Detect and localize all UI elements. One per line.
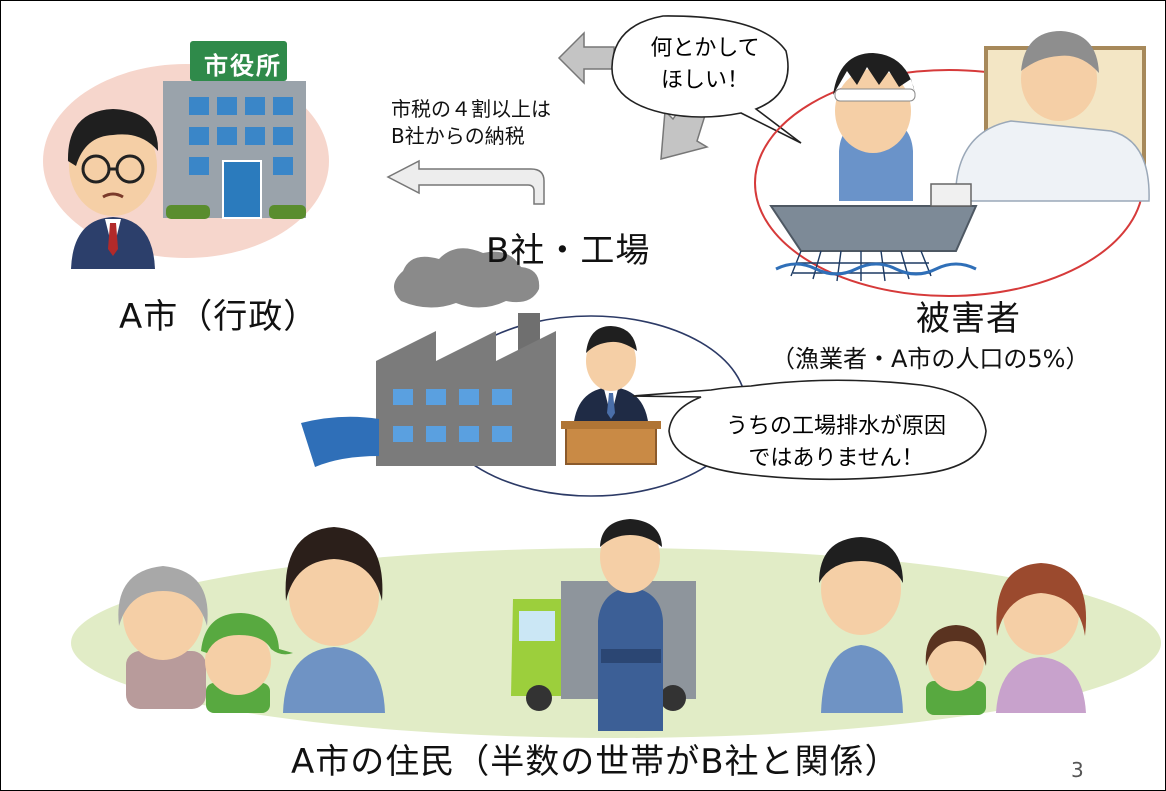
tax-note-line2: B社からの納税 <box>391 124 525 148</box>
victim-bubble-shape <box>611 15 802 144</box>
resident-woman <box>283 527 385 713</box>
company-bubble-line1: うちの工場排水が原因 <box>725 414 946 439</box>
sea-waves <box>775 262 977 276</box>
factory-group <box>301 248 747 497</box>
city-label: A市（行政） <box>119 297 319 337</box>
victim-bubble-line2: ほしい！ <box>660 68 749 93</box>
tax-note-line1: 市税の４割以上は <box>391 97 551 121</box>
victim-bubble-text: 何とかして ほしい！ <box>641 33 769 97</box>
company-label: B社・工場 <box>486 231 651 271</box>
city-hall-hedge <box>166 205 210 219</box>
resident-girl <box>925 625 987 715</box>
city-hall-sign <box>190 41 287 81</box>
city-hall-hedge <box>269 205 306 219</box>
tax-note: 市税の４割以上は B社からの納税 <box>391 96 621 150</box>
victims-label: 被害者 <box>916 299 1021 339</box>
company-spokesperson <box>573 326 649 431</box>
residents-group <box>71 519 1161 738</box>
wastewater-discharge <box>301 416 379 467</box>
company-bubble-shape <box>632 379 987 481</box>
arrow-to-city <box>557 31 615 85</box>
residents-label: A市の住民（半数の世帯がB社と関係） <box>291 742 900 782</box>
smoke-cloud <box>393 248 540 308</box>
resident-grandmother <box>118 566 208 709</box>
factory-windows <box>393 389 512 442</box>
city-hall-door <box>222 160 262 219</box>
victim-speech-group <box>557 15 802 160</box>
resident-mother <box>996 563 1087 713</box>
victims-sublabel: （漁業者・A市の人口の5%） <box>771 345 1090 373</box>
city-official-figure <box>67 109 159 269</box>
company-bubble-text: うちの工場排水が原因 ではありません！ <box>706 411 966 475</box>
resident-worker <box>598 519 663 731</box>
podium <box>565 423 657 465</box>
company-bubble-line2: ではありません！ <box>748 446 924 471</box>
resident-boy <box>201 613 293 713</box>
boat <box>769 205 978 252</box>
victims-group <box>754 31 1150 297</box>
city-hall-group <box>43 41 329 269</box>
resident-man <box>819 537 903 713</box>
slide-number: 3 <box>1071 758 1084 782</box>
tax-flow-arrow <box>386 159 545 205</box>
city-hall-windows <box>189 97 293 175</box>
bed-blanket <box>955 120 1150 202</box>
city-hall-sign-text: 市役所 <box>204 52 282 80</box>
victim-bubble-line1: 何とかして <box>650 36 760 61</box>
